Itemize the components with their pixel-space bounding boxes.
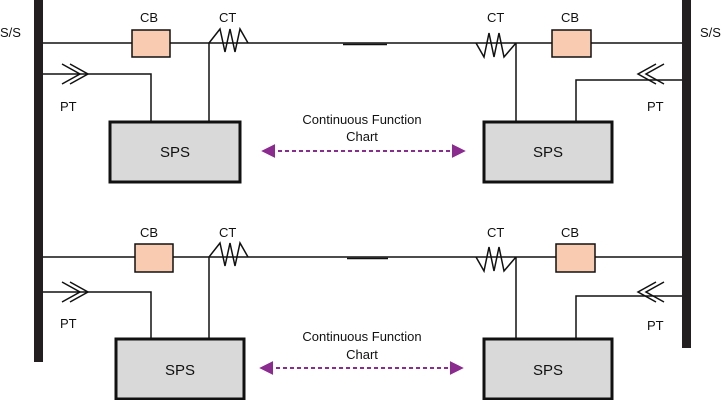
upper-line-section: CB CT PT SPS CT CB PT SPS Continuous Fun… xyxy=(43,10,682,184)
sps-box-right xyxy=(482,337,614,400)
pt-lead xyxy=(575,79,682,122)
cfc-label-line1: Continuous Function xyxy=(302,112,421,127)
ct-label: CT xyxy=(219,10,236,25)
coil-icon xyxy=(475,32,517,60)
circuit-breaker-left xyxy=(131,29,171,58)
pt-label: PT xyxy=(60,99,77,114)
pt-label: PT xyxy=(647,99,664,114)
circuit-breaker-right xyxy=(555,243,596,273)
circuit-breaker-right xyxy=(551,29,592,58)
pt-lead xyxy=(43,73,152,122)
coil-icon xyxy=(208,240,249,267)
cb-label: CB xyxy=(561,225,579,240)
substation-label-right: S/S xyxy=(700,25,721,40)
coil-icon xyxy=(475,246,517,274)
cb-label: CB xyxy=(140,10,158,25)
ct-label: CT xyxy=(487,225,504,240)
coil-icon xyxy=(208,26,249,53)
pt-label: PT xyxy=(647,318,664,333)
cfc-label-line2: Chart xyxy=(346,347,378,362)
sps-label: SPS xyxy=(160,144,190,161)
sps-box-left xyxy=(108,120,242,184)
pt-label: PT xyxy=(60,316,77,331)
pt-lead xyxy=(575,295,682,339)
cfc-label-line1: Continuous Function xyxy=(302,329,421,344)
sps-box-left xyxy=(114,337,246,400)
ct-label: CT xyxy=(219,225,236,240)
cb-label: CB xyxy=(140,225,158,240)
lower-line-section: CB CT PT SPS CT CB PT SPS Continuous Fun… xyxy=(43,225,682,400)
sps-label: SPS xyxy=(533,144,563,161)
right-busbar xyxy=(682,0,691,348)
sps-box-right xyxy=(482,120,614,184)
cfc-label-line2: Chart xyxy=(346,129,378,144)
ct-label: CT xyxy=(487,10,504,25)
cb-label: CB xyxy=(561,10,579,25)
sps-label: SPS xyxy=(165,362,195,379)
sps-label: SPS xyxy=(533,362,563,379)
transformer-winding-icon xyxy=(636,63,665,85)
circuit-breaker-left xyxy=(134,243,174,273)
substation-label-left: S/S xyxy=(0,25,21,40)
left-busbar xyxy=(34,0,43,362)
pt-lead xyxy=(43,291,152,339)
transformer-winding-icon xyxy=(636,281,665,303)
